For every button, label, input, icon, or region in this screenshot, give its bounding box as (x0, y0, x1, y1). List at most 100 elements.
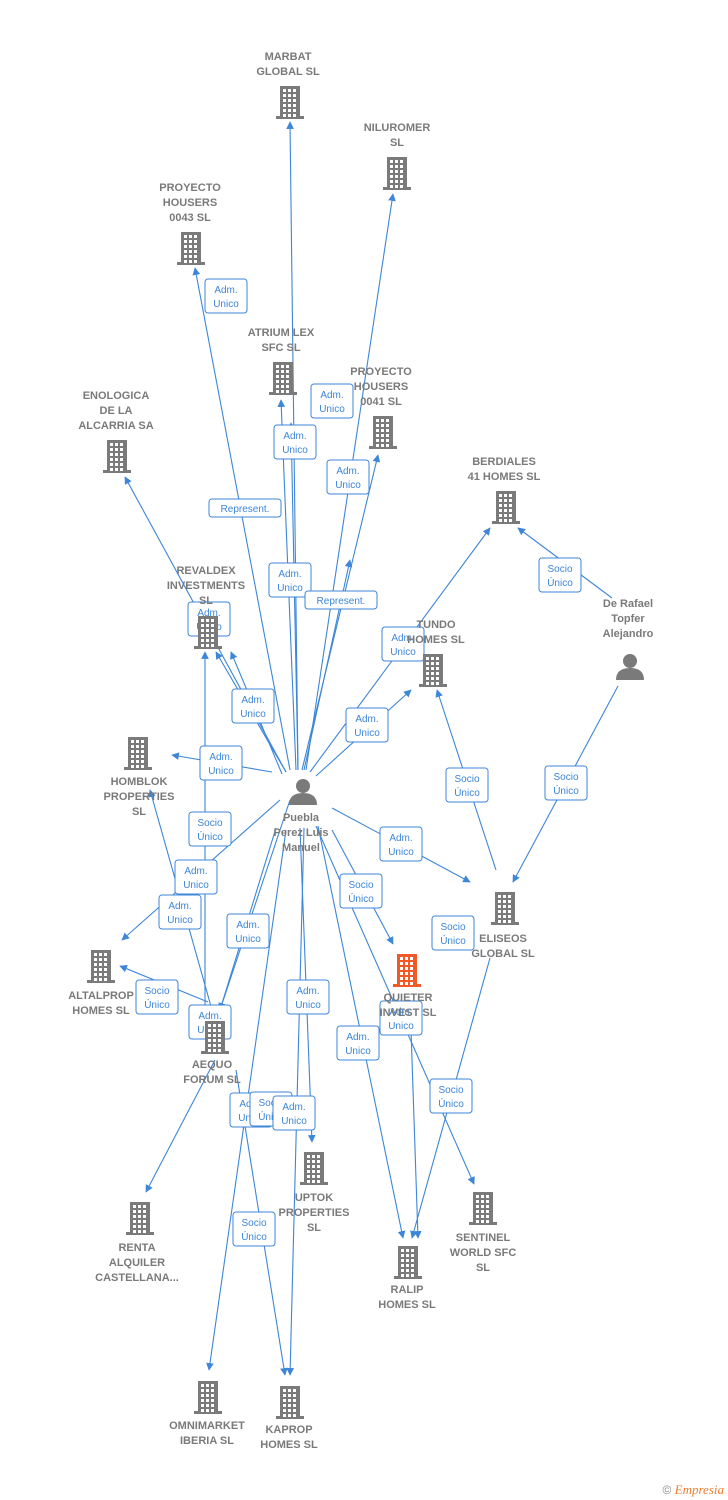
node-label-line: 41 HOMES SL (468, 471, 541, 483)
node-label-line: RALIP (391, 1284, 424, 1296)
edge-label-box (135, 979, 179, 1015)
edge-label-puebla-to-tundo[interactable]: Adm.Unico (345, 707, 389, 743)
node-label-line: ALTALPROP (68, 990, 134, 1002)
node-berdiales[interactable]: BERDIALES 41 HOMES SL (468, 456, 541, 524)
edge-label-text: Adm. (296, 986, 319, 997)
node-label-line: Puebla (283, 812, 320, 824)
edge-aequo-to-renta (145, 1059, 216, 1193)
edge-label-text: Adm. (320, 390, 343, 401)
edge-label-puebla-to-proyecto0043[interactable]: Adm.Unico (204, 278, 248, 314)
node-label-line: PROPERTIES (104, 791, 175, 803)
node-label-line: ELISEOS (479, 933, 527, 945)
footer-brand[interactable]: © Empresia (662, 1482, 724, 1498)
edge-label-box (445, 767, 489, 803)
edge-label-text: Adm. (336, 466, 359, 477)
edge-label-puebla-to-marbat[interactable]: Adm.Unico (268, 562, 312, 598)
edge-label-box (273, 424, 317, 460)
edge-label-text: Unico (354, 728, 380, 739)
edge-label-puebla-to-homblok[interactable]: Adm.Unico (199, 745, 243, 781)
edge-label-puebla-to-revaldex[interactable]: Adm.Unico (231, 688, 275, 724)
edge-label-puebla-to-quieter[interactable]: Adm.Unico (226, 913, 270, 949)
omnimarket-building-icon (194, 1381, 222, 1414)
edge-label-puebla-to-sentinel[interactable]: Adm.Unico (379, 1000, 423, 1036)
edge-label-puebla-to-proyecto0041[interactable]: Represent. (304, 590, 378, 610)
node-label-line: PROYECTO (159, 182, 221, 194)
edge-label-puebla-to-kaprop[interactable]: Adm.Unico (272, 1095, 316, 1131)
node-label-line: HOMES SL (407, 634, 465, 646)
node-label-line: SENTINEL (456, 1232, 511, 1244)
edge-label-puebla-to-ralip[interactable]: Adm.Unico (336, 1025, 380, 1061)
edge-label-puebla-to-altalprop[interactable]: Adm.Unico (174, 859, 218, 895)
node-altalprop[interactable]: ALTALPROP HOMES SL (68, 950, 134, 1017)
edge-label-text: Represent. (317, 596, 366, 607)
revaldex-building-icon (194, 616, 222, 649)
uptok-building-icon (300, 1152, 328, 1185)
edge-label-box (379, 1000, 423, 1036)
edge-label-text: Unico (183, 880, 209, 891)
edge-label-puebla-to-atrium[interactable]: Adm.Unico (310, 383, 354, 419)
edge-label-box (272, 1095, 316, 1131)
node-label-line: HOUSERS (354, 381, 408, 393)
edge-label-puebla-to-berdiales[interactable]: Adm.Unico (381, 626, 425, 662)
edge-puebla-to-quieter (218, 799, 291, 1011)
node-label-line: CASTELLANA... (95, 1272, 179, 1284)
tundo-building-icon (419, 654, 447, 687)
node-renta[interactable]: RENTAALQUILERCASTELLANA... (95, 1202, 179, 1284)
edge-label-puebla-to-eliseos[interactable]: Adm.Unico (379, 826, 423, 862)
node-label-line: HOMES SL (72, 1005, 130, 1017)
edge-label-box (538, 557, 582, 593)
node-label-line: INVEST SL (380, 1007, 437, 1019)
edge-label-puebla-to-aequo[interactable]: Adm.Unico (158, 894, 202, 930)
edge-label-text: Único (454, 786, 480, 799)
edge-label-text: Socio (547, 564, 572, 575)
node-label-line: RENTA (118, 1242, 155, 1254)
node-label-line: SL (199, 595, 213, 607)
node-label-line: BERDIALES (472, 456, 536, 468)
edge-label-puebla-to-uptok[interactable]: Adm.Unico (286, 979, 330, 1015)
edge-label-text: Adm. (168, 901, 191, 912)
node-label-line: De Rafael (603, 598, 653, 610)
node-label-line: HOMES SL (260, 1439, 318, 1451)
edge-label-text: Socio (348, 880, 373, 891)
edge-label-puebla-to-atrium[interactable]: Adm.Unico (273, 424, 317, 460)
edge-label-text: Unico (277, 583, 303, 594)
edge-label-text: Represent. (221, 504, 270, 515)
edge-label-text: Unico (235, 934, 261, 945)
edge-label-puebla-to-enologica[interactable]: Represent. (208, 498, 282, 518)
sentinel-building-icon (469, 1192, 497, 1225)
aequo-building-icon (201, 1021, 229, 1054)
edge-label-text: Adm. (198, 1011, 221, 1022)
marbat-building-icon (276, 86, 304, 119)
edge-label-puebla-to-proyecto0041[interactable]: Adm.Unico (326, 459, 370, 495)
node-label-line: OMNIMARKET (169, 1420, 245, 1432)
edge-label-box (226, 913, 270, 949)
